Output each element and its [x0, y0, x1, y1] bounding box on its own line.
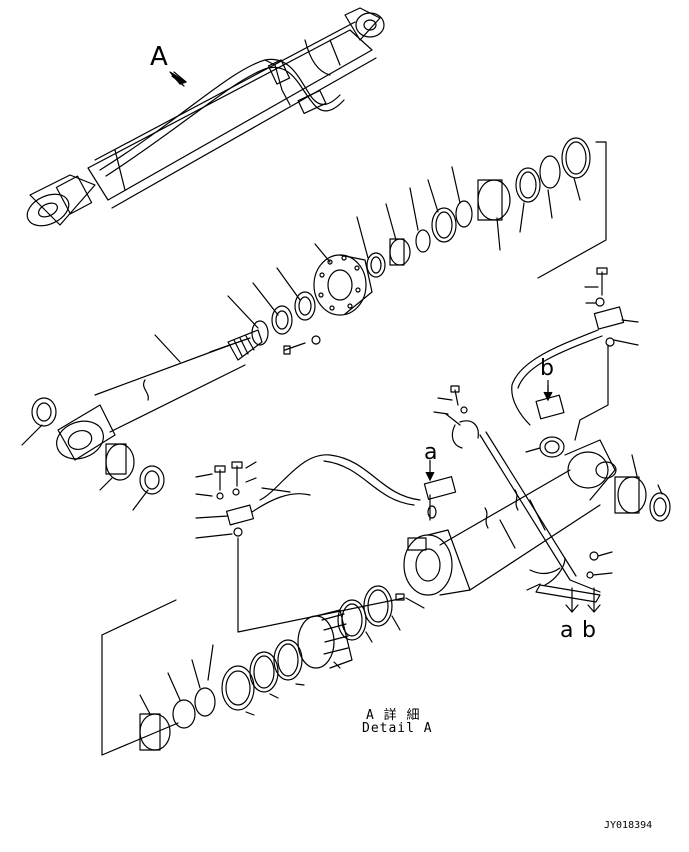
view-arrow-icon	[170, 72, 186, 86]
leader-lines-upper	[22, 142, 606, 510]
cylinder-tube	[404, 440, 616, 595]
detail-label-jp: A 詳 細	[366, 708, 421, 723]
clamp-group-right	[512, 268, 638, 440]
callout-label-b-upper: b	[540, 356, 554, 381]
detail-label-en: Detail A	[362, 721, 433, 736]
callout-label-a-upper: a	[424, 440, 438, 465]
piston-parts	[102, 586, 424, 755]
callout-label-a-bottom: a	[560, 618, 574, 643]
view-label-a: A	[150, 42, 168, 72]
assembled-cylinder	[22, 8, 384, 232]
callout-arrows	[426, 380, 552, 480]
bushings-right	[526, 437, 670, 521]
rod-seal-parts	[32, 138, 590, 494]
clamp-group-a	[260, 386, 600, 592]
clamp-group-left	[196, 462, 404, 632]
drawing-code: JY018394	[604, 820, 653, 831]
clamp-group-b	[527, 552, 612, 612]
piston-rod	[51, 330, 262, 465]
callout-label-b-bottom: b	[582, 618, 596, 643]
